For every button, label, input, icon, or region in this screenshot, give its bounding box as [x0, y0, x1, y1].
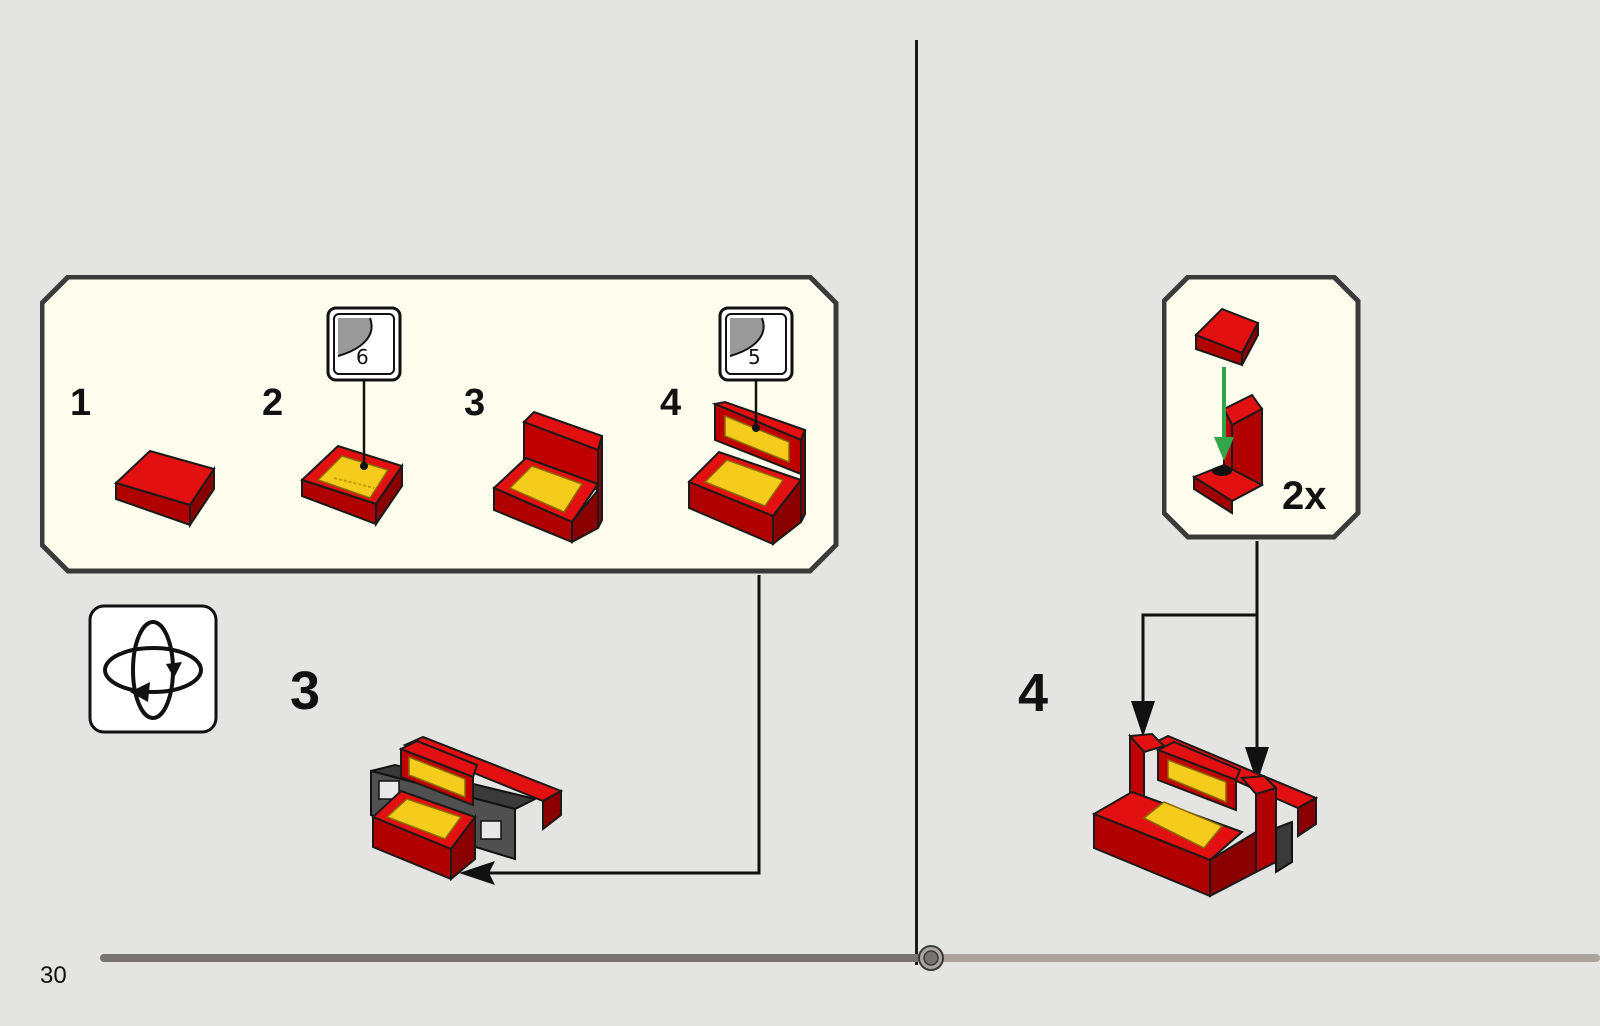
page-number: 30 [40, 962, 67, 990]
sticker-number-5: 5 [748, 345, 761, 369]
progress-marker [919, 946, 943, 970]
substep-number-4: 4 [660, 382, 681, 425]
slope-brick-illustration [110, 445, 220, 535]
subassembly-callout-right [1162, 275, 1362, 541]
sticker-number-6: 6 [356, 345, 369, 369]
sticker-callout-5 [718, 306, 798, 436]
model-step4-illustration [1092, 732, 1322, 902]
sticker-callout-6 [326, 306, 406, 476]
substep-number-1: 1 [70, 382, 91, 425]
step-number-4: 4 [1018, 662, 1048, 724]
page-divider [915, 40, 918, 965]
quantity-label: 2x [1282, 474, 1327, 519]
substep-number-2: 2 [262, 382, 283, 425]
rotate-model-icon [88, 604, 220, 736]
substep-number-3: 3 [464, 382, 485, 425]
progress-bar [100, 944, 1600, 974]
step-number-3: 3 [290, 660, 320, 722]
progress-bar-completed [100, 954, 931, 962]
console-assembly-stage3-illustration [490, 410, 610, 550]
callout-connector-left [455, 575, 775, 895]
